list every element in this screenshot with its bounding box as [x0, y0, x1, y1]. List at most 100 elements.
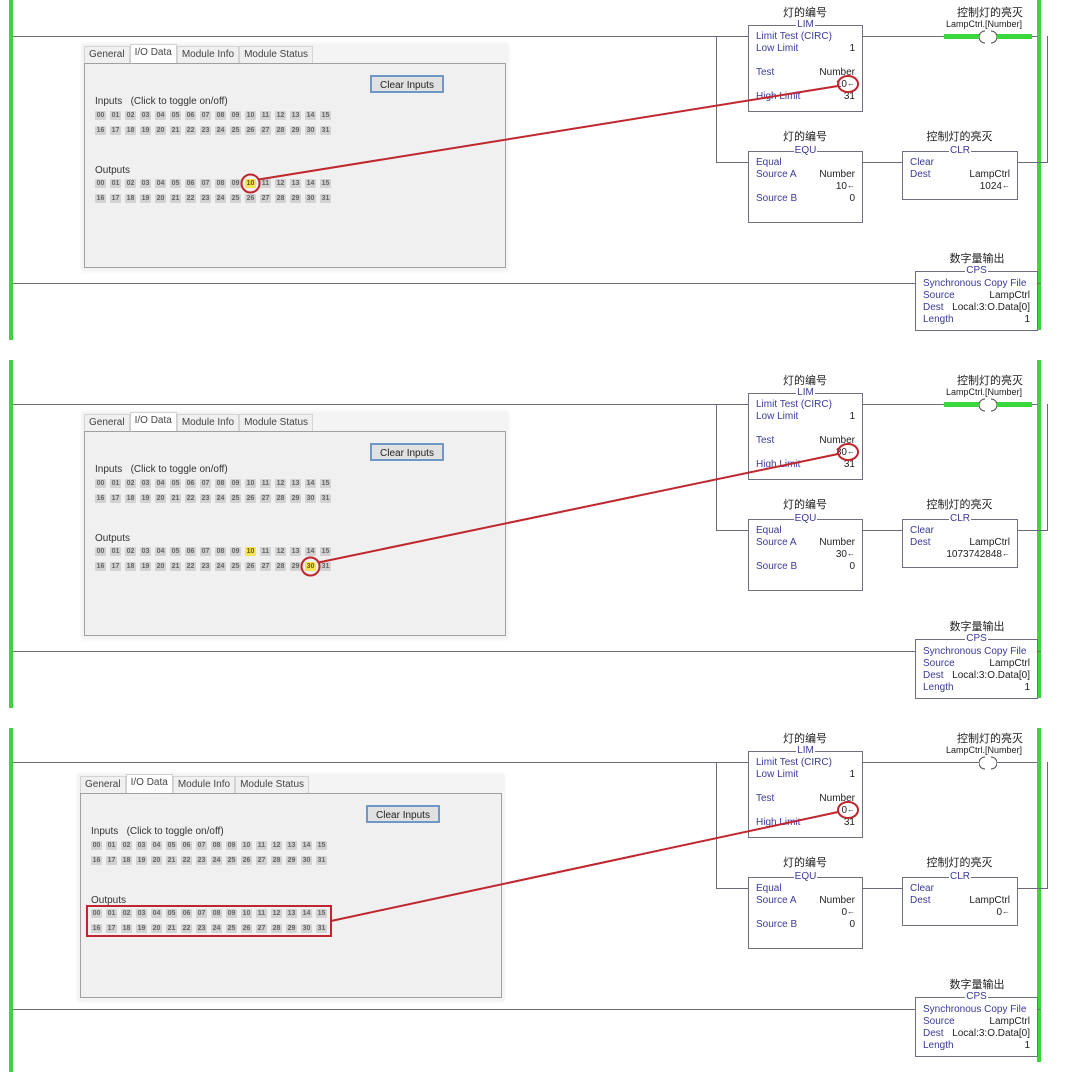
input-bit-25[interactable]: 25	[226, 856, 237, 865]
input-bit-23[interactable]: 23	[200, 126, 211, 135]
tab-general[interactable]: General	[84, 414, 130, 431]
input-bit-29[interactable]: 29	[290, 126, 301, 135]
clear-inputs-button[interactable]: Clear Inputs	[370, 75, 444, 93]
input-bit-07[interactable]: 07	[196, 841, 207, 850]
input-bit-08[interactable]: 08	[215, 479, 226, 488]
tab-general[interactable]: General	[84, 46, 130, 63]
input-bit-22[interactable]: 22	[181, 856, 192, 865]
input-bit-00[interactable]: 00	[91, 841, 102, 850]
tab-module-info[interactable]: Module Info	[176, 414, 240, 431]
tab-general[interactable]: General	[80, 776, 126, 793]
input-bit-12[interactable]: 12	[275, 111, 286, 120]
input-bit-28[interactable]: 28	[275, 126, 286, 135]
input-bit-28[interactable]: 28	[275, 494, 286, 503]
input-bit-02[interactable]: 02	[121, 841, 132, 850]
input-bit-09[interactable]: 09	[226, 841, 237, 850]
input-bit-01[interactable]: 01	[110, 111, 121, 120]
output-coil-icon[interactable]	[979, 756, 997, 770]
input-bit-18[interactable]: 18	[121, 856, 132, 865]
input-bit-03[interactable]: 03	[140, 111, 151, 120]
input-bit-20[interactable]: 20	[155, 494, 166, 503]
clear-inputs-button[interactable]: Clear Inputs	[366, 805, 440, 823]
input-bit-29[interactable]: 29	[286, 856, 297, 865]
input-bit-31[interactable]: 31	[320, 126, 331, 135]
input-bit-16[interactable]: 16	[95, 494, 106, 503]
input-bit-07[interactable]: 07	[200, 111, 211, 120]
input-bit-04[interactable]: 04	[155, 479, 166, 488]
input-bit-29[interactable]: 29	[290, 494, 301, 503]
input-bit-19[interactable]: 19	[140, 494, 151, 503]
input-bit-11[interactable]: 11	[256, 841, 267, 850]
input-bit-23[interactable]: 23	[196, 856, 207, 865]
input-bit-10[interactable]: 10	[241, 841, 252, 850]
input-bit-22[interactable]: 22	[185, 126, 196, 135]
tab-module-info[interactable]: Module Info	[172, 776, 236, 793]
input-bit-27[interactable]: 27	[260, 126, 271, 135]
input-bit-00[interactable]: 00	[95, 479, 106, 488]
tab-io-data[interactable]: I/O Data	[129, 44, 177, 63]
input-bit-25[interactable]: 25	[230, 126, 241, 135]
input-bit-04[interactable]: 04	[151, 841, 162, 850]
tab-module-status[interactable]: Module Status	[239, 46, 314, 63]
input-bit-13[interactable]: 13	[290, 111, 301, 120]
input-bit-21[interactable]: 21	[170, 126, 181, 135]
input-bit-15[interactable]: 15	[320, 479, 331, 488]
input-bit-11[interactable]: 11	[260, 111, 271, 120]
input-bit-27[interactable]: 27	[256, 856, 267, 865]
input-bit-08[interactable]: 08	[211, 841, 222, 850]
input-bit-25[interactable]: 25	[230, 494, 241, 503]
input-bit-21[interactable]: 21	[166, 856, 177, 865]
input-bit-24[interactable]: 24	[215, 126, 226, 135]
input-bit-11[interactable]: 11	[260, 479, 271, 488]
input-bit-14[interactable]: 14	[305, 479, 316, 488]
input-bit-17[interactable]: 17	[110, 126, 121, 135]
input-bit-24[interactable]: 24	[215, 494, 226, 503]
input-bit-18[interactable]: 18	[125, 494, 136, 503]
output-coil-icon[interactable]	[979, 398, 997, 412]
input-bit-12[interactable]: 12	[275, 479, 286, 488]
input-bit-26[interactable]: 26	[245, 494, 256, 503]
input-bit-30[interactable]: 30	[305, 494, 316, 503]
input-bit-02[interactable]: 02	[125, 111, 136, 120]
input-bit-14[interactable]: 14	[301, 841, 312, 850]
input-bit-31[interactable]: 31	[320, 494, 331, 503]
tab-module-status[interactable]: Module Status	[235, 776, 310, 793]
input-bit-28[interactable]: 28	[271, 856, 282, 865]
input-bit-04[interactable]: 04	[155, 111, 166, 120]
input-bit-18[interactable]: 18	[125, 126, 136, 135]
input-bit-22[interactable]: 22	[185, 494, 196, 503]
input-bit-05[interactable]: 05	[170, 111, 181, 120]
input-bit-06[interactable]: 06	[185, 479, 196, 488]
output-coil-icon[interactable]	[979, 30, 997, 44]
input-bit-05[interactable]: 05	[166, 841, 177, 850]
input-bit-14[interactable]: 14	[305, 111, 316, 120]
tab-io-data[interactable]: I/O Data	[125, 774, 173, 793]
input-bit-03[interactable]: 03	[136, 841, 147, 850]
input-bit-16[interactable]: 16	[91, 856, 102, 865]
tab-module-info[interactable]: Module Info	[176, 46, 240, 63]
input-bit-17[interactable]: 17	[106, 856, 117, 865]
input-bit-10[interactable]: 10	[245, 111, 256, 120]
input-bit-12[interactable]: 12	[271, 841, 282, 850]
input-bit-19[interactable]: 19	[140, 126, 151, 135]
input-bit-00[interactable]: 00	[95, 111, 106, 120]
input-bit-15[interactable]: 15	[316, 841, 327, 850]
input-bit-05[interactable]: 05	[170, 479, 181, 488]
input-bit-15[interactable]: 15	[320, 111, 331, 120]
input-bit-21[interactable]: 21	[170, 494, 181, 503]
input-bit-03[interactable]: 03	[140, 479, 151, 488]
tab-io-data[interactable]: I/O Data	[129, 412, 177, 431]
input-bit-30[interactable]: 30	[305, 126, 316, 135]
input-bit-02[interactable]: 02	[125, 479, 136, 488]
input-bit-09[interactable]: 09	[230, 111, 241, 120]
